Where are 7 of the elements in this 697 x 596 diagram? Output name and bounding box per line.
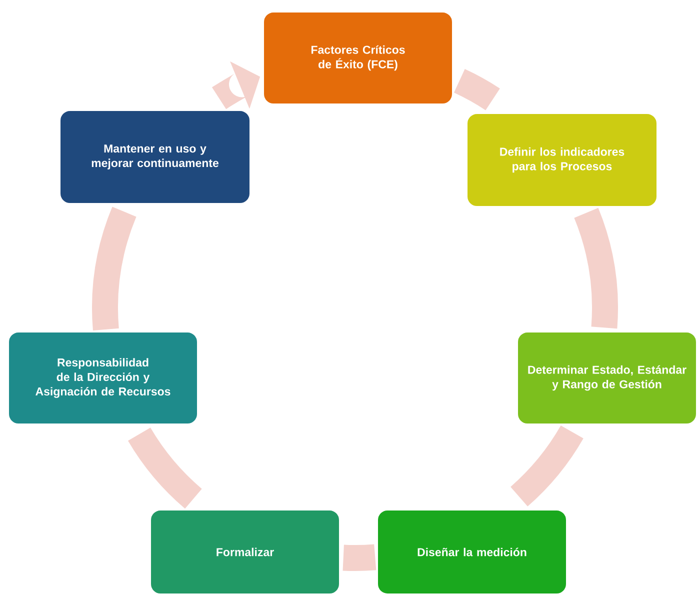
process-box: Diseñar la medición [377, 509, 567, 594]
process-box: Definir los indicadores para los Procesos [466, 113, 658, 207]
process-box: Determinar Estado, Estándar y Rango de Gestión [517, 331, 697, 424]
process-box: Responsabilidad de la Dirección y Asignación de Recursos [8, 331, 198, 424]
process-box: Formalizar [150, 509, 340, 594]
process-box: Mantener en uso y mejorar continuamente [60, 110, 250, 204]
process-box: Factores Críticos de Éxito (FCE) [263, 12, 453, 104]
